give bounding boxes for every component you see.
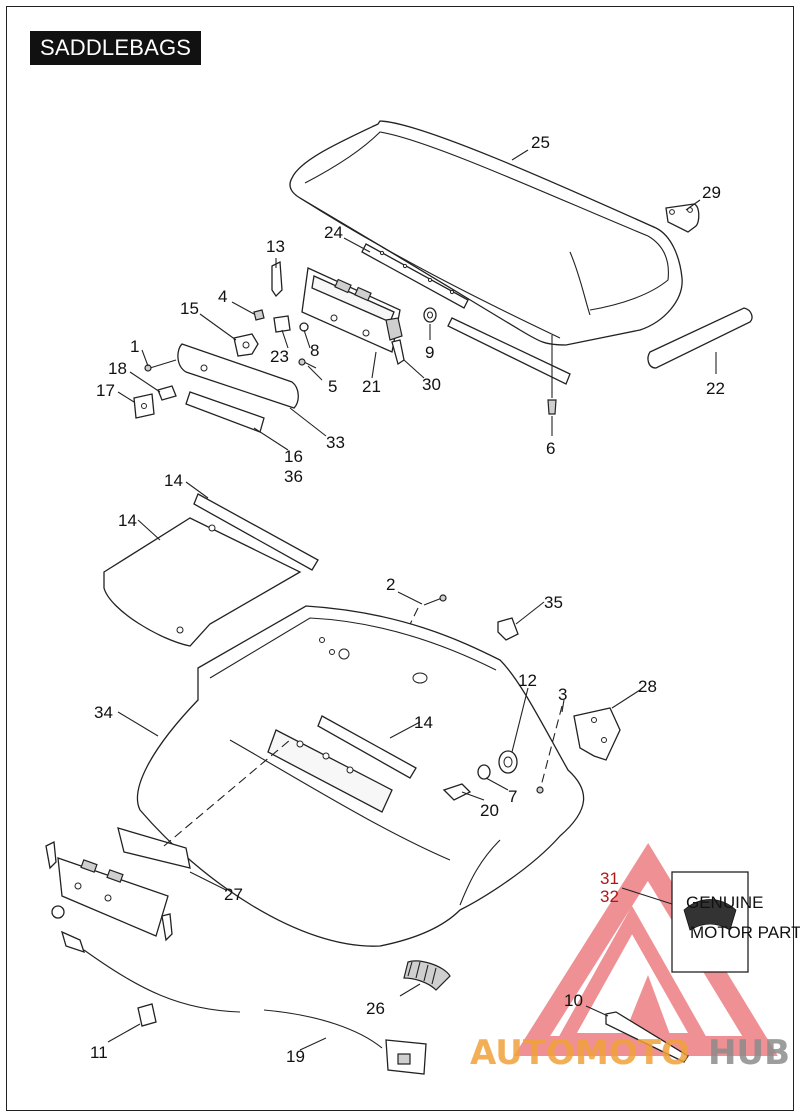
spacer-18	[157, 385, 177, 401]
badge-genuine-text: GENUINE	[686, 893, 763, 912]
clip-11	[137, 1003, 157, 1027]
screw-4	[253, 309, 265, 321]
callout-34: 34	[94, 703, 113, 722]
liner-14	[103, 517, 302, 647]
latch-assembly-21	[301, 267, 403, 353]
watermark-text-left: AUTOMOTO	[470, 1033, 690, 1073]
callout-33: 33	[326, 433, 345, 452]
callout-6: 6	[546, 439, 555, 458]
callout-25: 25	[531, 133, 550, 152]
screw-5	[298, 358, 317, 369]
leader-lines	[107, 149, 717, 1051]
callout-13: 13	[266, 237, 285, 256]
callout-31: 31	[600, 869, 619, 888]
callout-3: 3	[558, 685, 567, 704]
strip-14-inner	[317, 715, 417, 779]
latch-27	[45, 739, 291, 942]
callout-15: 15	[180, 299, 199, 318]
callout-11: 11	[90, 1043, 108, 1062]
page-title: SADDLEBAGS	[30, 31, 202, 65]
callout-5: 5	[328, 377, 337, 396]
hinge-bracket-28	[573, 707, 621, 761]
callout-30: 30	[422, 375, 441, 394]
lock-15	[233, 333, 259, 357]
callout-14-inner: 14	[414, 713, 433, 732]
cable-19	[51, 905, 427, 1075]
callout-36: 36	[284, 467, 303, 486]
spring-26	[403, 960, 451, 991]
callout-4: 4	[218, 287, 227, 306]
callout-29: 29	[702, 183, 721, 202]
tie-strap-10	[605, 1011, 689, 1063]
callout-17: 17	[96, 381, 115, 400]
latch-cover-33	[177, 343, 299, 409]
callout-35: 35	[544, 593, 563, 612]
clip-13	[271, 260, 283, 298]
callout-19: 19	[286, 1047, 305, 1066]
bracket-29	[665, 203, 700, 233]
grommet-12	[498, 750, 518, 774]
washer-8	[299, 322, 309, 332]
callout-26: 26	[366, 999, 385, 1018]
callout-20: 20	[480, 801, 499, 820]
clip-30	[391, 339, 405, 366]
grommet-9	[423, 307, 437, 323]
strip-14-upper	[193, 493, 319, 571]
clip-35	[497, 617, 519, 641]
callout-9: 9	[425, 343, 434, 362]
callout-7: 7	[508, 787, 517, 806]
gasket-24	[361, 243, 469, 309]
callout-14-liner: 14	[118, 511, 137, 530]
callout-14-upper: 14	[164, 471, 183, 490]
callout-12: 12	[518, 671, 537, 690]
lower-cover-16	[185, 391, 265, 433]
callout-23: 23	[270, 347, 289, 366]
callout-27: 27	[224, 885, 243, 904]
callout-8: 8	[310, 341, 319, 360]
watermark-wordmark: AUTOMOTO HUB	[470, 1033, 790, 1073]
callout-18: 18	[108, 359, 127, 378]
plate-17	[133, 393, 155, 419]
mount-plate	[267, 729, 393, 813]
callout-16: 16	[284, 447, 303, 466]
screw-3	[536, 705, 563, 794]
stud-20	[442, 783, 472, 801]
strap-6	[447, 317, 571, 415]
screw-1	[144, 359, 177, 372]
page-border	[6, 6, 794, 1111]
callout-22: 22	[706, 379, 725, 398]
callout-2: 2	[386, 575, 395, 594]
washer-7	[477, 764, 491, 780]
watermark-text-right: HUB	[708, 1033, 790, 1073]
badge-motor-parts-text: MOTOR PARTS	[690, 923, 800, 942]
cam-23	[273, 315, 291, 333]
callout-28: 28	[638, 677, 657, 696]
callout-10: 10	[564, 991, 583, 1010]
callout-21: 21	[362, 377, 381, 396]
callout-24: 24	[324, 223, 343, 242]
callout-32: 32	[600, 887, 619, 906]
callout-numbers: 25 29 24 13 4 15 1 18 17 23 8 9 5 21 30 …	[90, 133, 725, 1066]
callout-1: 1	[130, 337, 139, 356]
lid-25	[289, 120, 683, 346]
genuine-parts-badge	[671, 871, 749, 973]
trim-22	[647, 307, 753, 369]
